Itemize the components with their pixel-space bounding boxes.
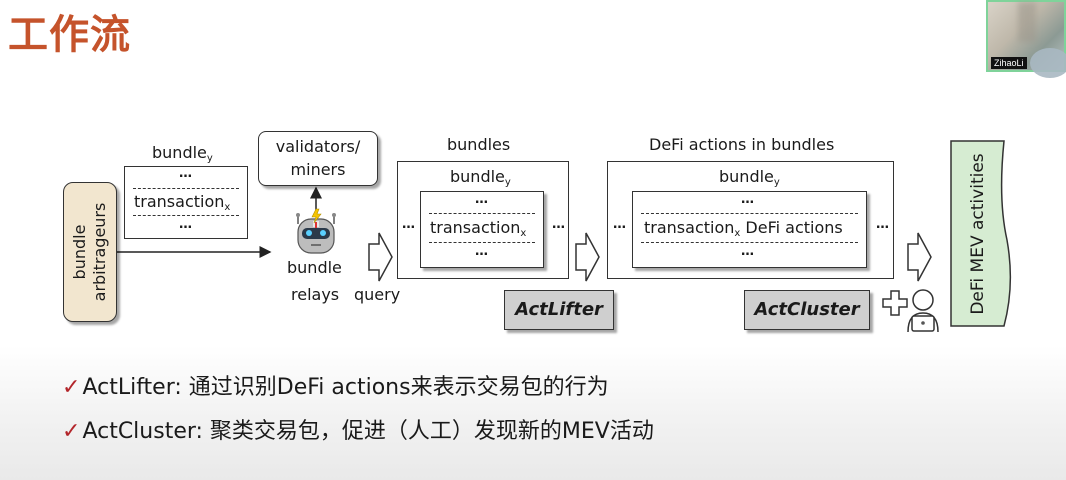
ellipsis-left: … (402, 217, 415, 232)
bullet-actcluster: ✓ActCluster: 聚类交易包，促进（人工）发现新的MEV活动 (62, 413, 654, 445)
bundle-title: bundley (152, 143, 213, 164)
bundles-inner-box: … transactionx … (420, 191, 544, 268)
bullet-actlifter: ✓ActLifter: 通过识别DeFi actions来表示交易包的行为 (62, 369, 609, 401)
block-arrow-2 (575, 232, 600, 282)
analyst-icon (907, 289, 939, 333)
divider (429, 242, 535, 243)
tx-sub: x (224, 202, 231, 213)
tx-sub: x (520, 228, 527, 239)
title-text: bundle (450, 167, 505, 186)
tx-sub: x (734, 228, 741, 239)
actcluster-module: ActCluster (744, 290, 870, 330)
result-banner-shape (950, 140, 1012, 327)
tx-text: transaction (430, 218, 521, 237)
ellipsis: … (179, 166, 192, 181)
check-icon: ✓ (62, 375, 81, 400)
check-icon: ✓ (62, 419, 81, 444)
relays-label-line2: relays (291, 285, 340, 304)
bundles-bundle-title: bundley (450, 167, 511, 188)
block-arrow-3 (907, 232, 932, 282)
ellipsis: … (475, 192, 488, 207)
robot-icon (296, 208, 336, 254)
transaction-label: transactionx (430, 218, 526, 239)
tx-suffix: DeFi actions (740, 218, 843, 237)
arbitrageurs-label-line2: arbitrageurs (90, 202, 109, 302)
query-label: query (354, 285, 401, 304)
divider (641, 213, 858, 214)
arbitrageurs-label-line1: bundle (70, 224, 89, 280)
validators-label-line2: miners (290, 160, 346, 179)
defi-mev-activities-node: DeFi MEV activities (951, 141, 1005, 326)
defi-actions-box: bundley … … … transactionx DeFi actions … (607, 161, 894, 279)
title-sub: y (504, 177, 511, 188)
title-sub: y (773, 177, 780, 188)
bundle-title-text: bundle (152, 143, 207, 162)
ellipsis: … (475, 244, 488, 259)
result-label: DeFi MEV activities (968, 152, 988, 315)
validators-label-line1: validators/ (275, 137, 361, 156)
tx-text: transaction (644, 218, 735, 237)
bundle-box: … transactionx … (124, 166, 248, 239)
ellipsis: … (741, 192, 754, 207)
bullet-text: ActLifter: 通过识别DeFi actions来表示交易包的行为 (82, 375, 609, 400)
transaction-defi-label: transactionx DeFi actions (644, 218, 843, 239)
divider (641, 242, 858, 243)
validators-node: validators/ miners (258, 131, 378, 186)
tx-text: transaction (134, 192, 225, 211)
plus-icon (882, 290, 908, 316)
participant-name-tag: ZihaoLi (991, 57, 1027, 69)
divider (133, 215, 239, 216)
bundles-header: bundles (447, 135, 511, 154)
bundle-arbitrageurs-node: bundle arbitrageurs (63, 182, 117, 322)
defi-box-header: DeFi actions in bundles (649, 135, 835, 154)
transaction-label: transactionx (134, 192, 230, 213)
defi-inner-box: … transactionx DeFi actions … (632, 191, 867, 268)
defi-bundle-title: bundley (719, 167, 780, 188)
divider (429, 213, 535, 214)
ellipsis-right: … (552, 217, 565, 232)
ellipsis-right: … (876, 217, 889, 232)
title-text: bundle (719, 167, 774, 186)
video-background (1018, 2, 1036, 42)
slide-title: 工作流 (8, 12, 131, 58)
actlifter-module: ActLifter (504, 290, 614, 330)
ellipsis: … (741, 244, 754, 259)
relays-label-line1: bundle (287, 258, 342, 277)
bullet-text: ActCluster: 聚类交易包，促进（人工）发现新的MEV活动 (82, 419, 654, 444)
participant-video[interactable]: ZihaoLi (986, 0, 1066, 78)
bundles-box: bundley … … … transactionx … (397, 161, 569, 279)
divider (133, 188, 239, 189)
ellipsis-left: … (613, 217, 626, 232)
video-person (1030, 48, 1066, 78)
ellipsis: … (179, 217, 192, 232)
block-arrow-1 (368, 232, 393, 282)
bundle-title-sub: y (206, 153, 213, 164)
